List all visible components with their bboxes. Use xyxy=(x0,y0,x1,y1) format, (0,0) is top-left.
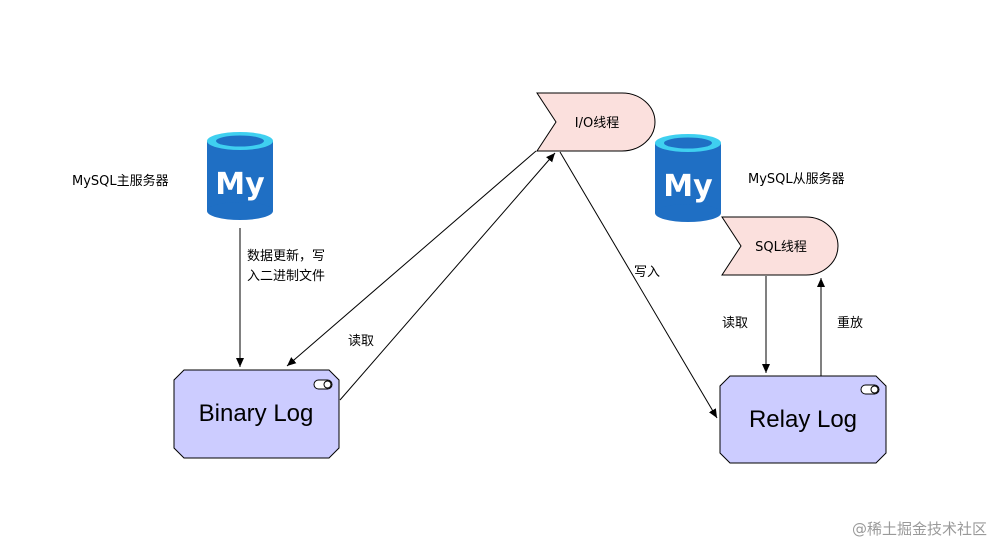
watermark: @稀土掘金技术社区 xyxy=(852,520,987,538)
io-thread-node: I/O线程 xyxy=(536,92,656,152)
relay-log-node: Relay Log xyxy=(719,375,887,464)
edge-io-request-binlog xyxy=(286,150,537,367)
master-label: MySQL主服务器 xyxy=(72,173,169,189)
edge-io-write-label: 写入 xyxy=(634,265,660,280)
edge-master-label-line1: 数据更新，写 xyxy=(247,248,325,264)
slave-label: MySQL从服务器 xyxy=(748,171,845,187)
binary-log-label: Binary Log xyxy=(199,400,314,427)
edge-sql-replay-label: 重放 xyxy=(837,315,863,331)
master-logo-text: My xyxy=(215,167,265,202)
binary-log-node: Binary Log xyxy=(173,369,340,459)
sql-thread-node: SQL线程 xyxy=(721,216,839,276)
sql-thread-label: SQL线程 xyxy=(755,240,807,255)
slave-logo-text: My xyxy=(663,169,713,204)
slave-database-icon: My xyxy=(655,134,721,222)
edge-master-label-line2: 入二进制文件 xyxy=(247,269,325,284)
edge-io-read-label: 读取 xyxy=(348,334,374,349)
io-thread-label: I/O线程 xyxy=(575,116,619,131)
edge-binlog-to-io xyxy=(339,152,556,401)
edge-sql-read-label: 读取 xyxy=(722,316,748,331)
master-database-icon: My xyxy=(207,132,273,220)
relay-log-label: Relay Log xyxy=(749,406,857,433)
edge-io-to-relay xyxy=(559,151,718,419)
